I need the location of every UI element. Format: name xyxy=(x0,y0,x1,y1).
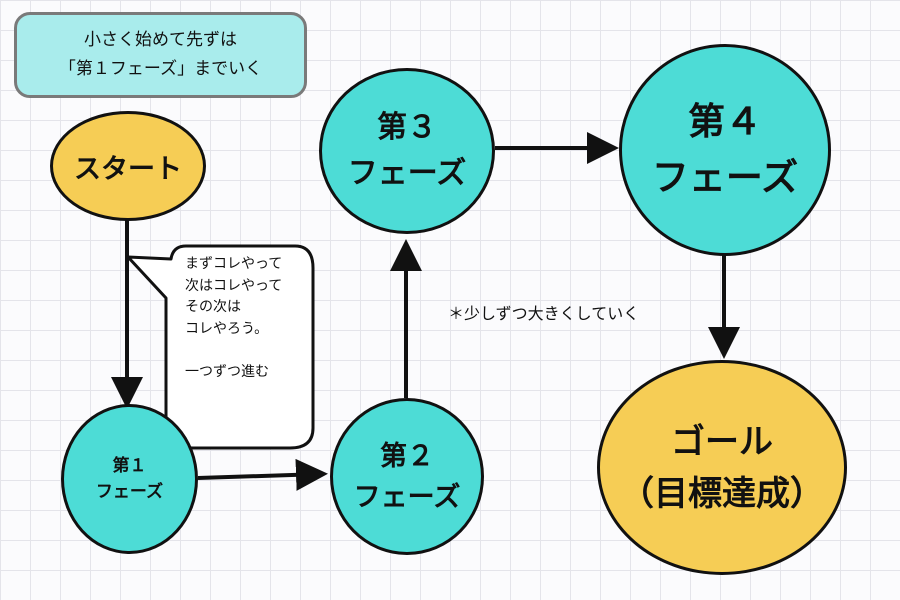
speech-bubble-line: その次は xyxy=(185,299,241,315)
start-node: スタート xyxy=(50,111,206,221)
intro-note-line: 「第１フェーズ」までいく xyxy=(58,59,263,79)
speech-bubble-line: 一つずつ進む xyxy=(185,363,269,380)
intro-note: 小さく始めて先ずは 「第１フェーズ」までいく xyxy=(14,12,307,98)
speech-bubble-line: まずコレやって xyxy=(185,256,283,272)
speech-bubble xyxy=(126,244,315,450)
phase1-node-label: フェーズ xyxy=(95,482,164,502)
goal-node-label: ゴール xyxy=(671,421,773,462)
speech-bubble-line: 次はコレやって xyxy=(185,277,283,294)
goal-node-label: （目標達成） xyxy=(620,473,824,514)
intro-note-line: 小さく始めて先ずは xyxy=(84,30,237,50)
arrow-phase1-to-phase2 xyxy=(197,458,328,491)
phase4-node-label: フェーズ xyxy=(651,156,799,199)
phase4-node: 第４ フェーズ xyxy=(619,44,831,256)
speech-bubble-line: コレやろう。 xyxy=(185,320,269,337)
phase3-node: 第３ フェーズ xyxy=(319,68,495,234)
phase2-node: 第２ フェーズ xyxy=(330,398,484,555)
phase3-node-label: フェーズ xyxy=(347,156,467,191)
phase2-node-label: フェーズ xyxy=(353,481,461,513)
speech-bubble-line xyxy=(185,340,310,362)
start-node-label: スタート xyxy=(74,153,182,185)
phase4-node-label: 第４ xyxy=(688,100,762,143)
phase1-node-label: 第１ xyxy=(112,456,147,476)
phase2-node-label: 第２ xyxy=(380,440,434,472)
phase1-node: 第１ フェーズ xyxy=(61,404,198,554)
phase3-node-label: 第３ xyxy=(377,110,437,145)
growth-note: ＊少しずつ大きくしていく xyxy=(448,304,640,323)
speech-bubble-text: まずコレやって 次はコレやって その次は コレやろう。 一つずつ進む xyxy=(185,254,310,383)
goal-node: ゴール （目標達成） xyxy=(597,360,847,575)
